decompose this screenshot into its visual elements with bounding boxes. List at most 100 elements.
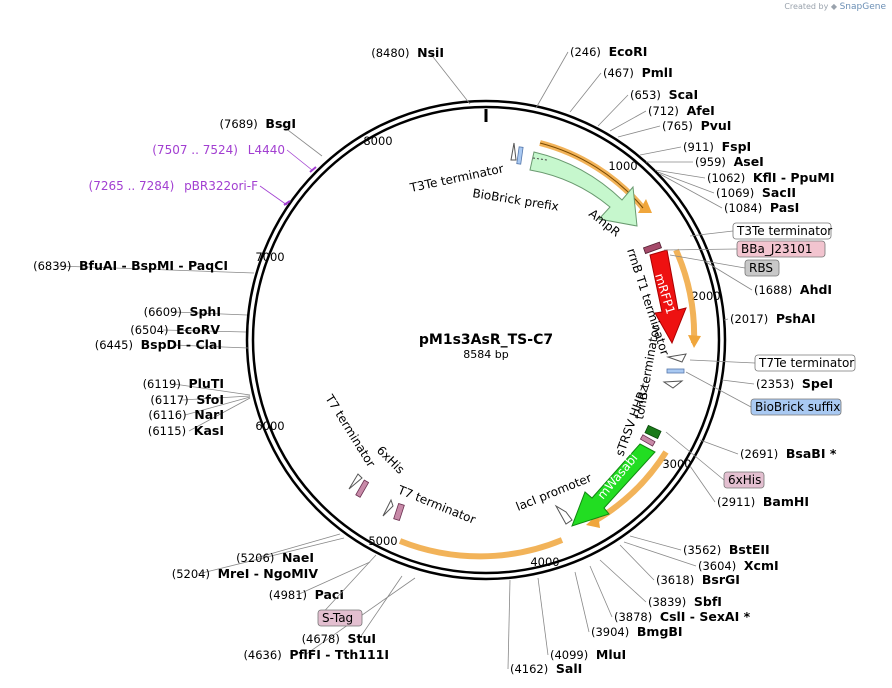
site-label-pvui: (765) PvuI — [662, 118, 731, 133]
site-fspi[interactable]: (911) FspI — [683, 139, 751, 154]
site-label-kfli-ppumi: (1062) KflI - PpuMI — [707, 170, 835, 185]
site-sfoi[interactable]: (6117) SfoI — [150, 392, 224, 407]
biobrick-suffix-glyph — [666, 368, 685, 374]
primer-l4440-mark — [309, 166, 317, 173]
site-label-mlui: (4099) MluI — [550, 647, 626, 662]
site-pos-pmli: (467) — [603, 66, 638, 80]
site-mlui[interactable]: (4099) MluI — [550, 647, 626, 662]
tick-label-3000: 3000 — [662, 457, 691, 471]
box-leader-s-tag — [317, 554, 377, 619]
feature-box-rbs[interactable]: RBS — [744, 259, 780, 277]
site-pos-bmgbi: (3904) — [591, 625, 633, 639]
site-bsgi[interactable]: (7689) BsgI — [220, 116, 296, 131]
feature-box-label-t3te-terminator: T3Te terminator — [736, 224, 832, 238]
site-bmgbi[interactable]: (3904) BmgBI — [591, 624, 683, 639]
site-bsrgi[interactable]: (3618) BsrGI — [656, 572, 740, 587]
site-spei[interactable]: (2353) SpeI — [756, 376, 833, 391]
site-leader-scai — [597, 94, 629, 127]
label-t7-terminator-left: T7 terminator — [322, 391, 378, 469]
credit-prefix: Created by — [784, 2, 829, 11]
site-name-mrei-ngomiv: MreI - NgoMIV — [218, 566, 319, 581]
mrfp1-arrow — [649, 249, 687, 345]
box-leader-t7te-terminator — [689, 359, 756, 364]
primer-pbr322ori-mark — [283, 200, 291, 206]
site-leader-ahdi — [705, 261, 753, 291]
site-leader-nari — [184, 396, 251, 416]
site-pos-ecori: (246) — [570, 45, 605, 59]
site-name-ecori: EcoRI — [609, 44, 648, 59]
site-label-naei: (5206) NaeI — [236, 550, 314, 565]
site-name-sali: SalI — [556, 661, 582, 676]
site-label-paci: (4981) PacI — [269, 587, 344, 602]
site-pflfi-tth111i[interactable]: (4636) PflFI - Tth111I — [243, 647, 389, 662]
site-label-sbfi: (3839) SbfI — [648, 594, 722, 609]
site-pos-kasi: (6115) — [148, 424, 190, 438]
primer-label-l4440[interactable]: (7507 .. 7524) L4440 — [152, 143, 285, 157]
feature-box-bba-j23101[interactable]: BBa_J23101 — [736, 240, 826, 258]
feature-box-biobrick-suffix[interactable]: BioBrick suffix — [750, 398, 842, 416]
feature-box-t3te-terminator[interactable]: T3Te terminator — [732, 222, 832, 240]
primer-name-l4440: L4440 — [248, 143, 285, 157]
site-bfuai-bspmi-paqci[interactable]: (6839) BfuAI - BspMI - PaqCI — [33, 258, 228, 273]
site-pos-bsgi: (7689) — [220, 117, 262, 131]
primer-leader-l4440 — [286, 149, 313, 171]
site-scai[interactable]: (653) ScaI — [630, 87, 698, 102]
site-pos-nsii: (8480) — [371, 46, 413, 60]
site-pos-naei: (5206) — [236, 551, 278, 565]
site-nsii[interactable]: (8480) NsiI — [371, 45, 444, 60]
site-csli-sexai[interactable]: (3878) CslI - SexAI * — [614, 609, 751, 624]
site-ecorv[interactable]: (6504) EcoRV — [130, 322, 220, 337]
site-leader-pmli — [569, 72, 602, 113]
site-sali[interactable]: (4162) SalI — [510, 661, 582, 676]
t3te-terminator-glyph — [510, 142, 517, 161]
feature-box-s-tag[interactable]: S-Tag — [317, 609, 363, 627]
site-bsteii[interactable]: (3562) BstEII — [683, 542, 770, 557]
site-kasi[interactable]: (6115) KasI — [148, 423, 224, 438]
site-kfli-ppumi[interactable]: (1062) KflI - PpuMI — [707, 170, 835, 185]
site-name-bsteii: BstEII — [729, 542, 770, 557]
site-pos-asei: (959) — [695, 155, 730, 169]
site-bsabi[interactable]: (2691) BsaBI * — [740, 446, 837, 461]
site-ahdi[interactable]: (1688) AhdI — [754, 282, 832, 297]
site-paci[interactable]: (4981) PacI — [269, 587, 344, 602]
site-naei[interactable]: (5206) NaeI — [236, 550, 314, 565]
primer-label-pbr322ori-f[interactable]: (7265 .. 7284) pBR322ori-F — [89, 179, 259, 193]
feature-box-6xhis[interactable]: 6xHis — [723, 471, 765, 489]
site-sacii[interactable]: (1069) SacII — [716, 185, 796, 200]
s-tag-glyph — [393, 502, 405, 522]
primer-leader-pbr322ori-f — [259, 185, 288, 206]
site-name-scai: ScaI — [669, 87, 699, 102]
site-pos-sfoi: (6117) — [150, 393, 192, 407]
site-sphi[interactable]: (6609) SphI — [144, 304, 221, 319]
site-label-afei: (712) AfeI — [648, 103, 715, 118]
site-asei[interactable]: (959) AseI — [695, 154, 764, 169]
site-stui[interactable]: (4678) StuI — [302, 631, 376, 646]
site-afei[interactable]: (712) AfeI — [648, 103, 715, 118]
label-t7-terminator: T7 terminator — [395, 482, 478, 526]
primer-layer: (7507 .. 7524) L4440 (7265 .. 7284) pBR32… — [89, 143, 313, 206]
site-pos-pflfi-tth111i: (4636) — [243, 648, 285, 662]
site-leader-mrei-ngomiv — [197, 537, 345, 575]
site-pos-scai: (653) — [630, 88, 665, 102]
feature-box-t7te-terminator[interactable]: T7Te terminator — [754, 354, 856, 372]
site-label-sali: (4162) SalI — [510, 661, 582, 676]
site-name-fspi: FspI — [722, 139, 752, 154]
site-mrei-ngomiv[interactable]: (5204) MreI - NgoMIV — [172, 566, 319, 581]
site-ecori[interactable]: (246) EcoRI — [570, 44, 647, 59]
site-label-nari: (6116) NarI — [148, 407, 224, 422]
site-label-xcmi: (3604) XcmI — [698, 558, 779, 573]
site-pshai[interactable]: (2017) PshAI — [730, 311, 816, 326]
site-name-pvui: PvuI — [701, 118, 732, 133]
site-label-kasi: (6115) KasI — [148, 423, 224, 438]
site-leader-bsrgi — [619, 544, 655, 581]
site-pasi[interactable]: (1084) PasI — [724, 200, 799, 215]
site-pmli[interactable]: (467) PmlI — [603, 65, 673, 80]
site-sbfi[interactable]: (3839) SbfI — [648, 594, 722, 609]
site-leader-pshai — [723, 318, 729, 321]
site-xcmi[interactable]: (3604) XcmI — [698, 558, 779, 573]
site-nari[interactable]: (6116) NarI — [148, 407, 224, 422]
site-pluti[interactable]: (6119) PluTI — [143, 376, 224, 391]
site-bamhi[interactable]: (2911) BamHI — [717, 494, 809, 509]
site-pvui[interactable]: (765) PvuI — [662, 118, 731, 133]
site-bspdi-clai[interactable]: (6445) BspDI - ClaI — [95, 337, 222, 352]
